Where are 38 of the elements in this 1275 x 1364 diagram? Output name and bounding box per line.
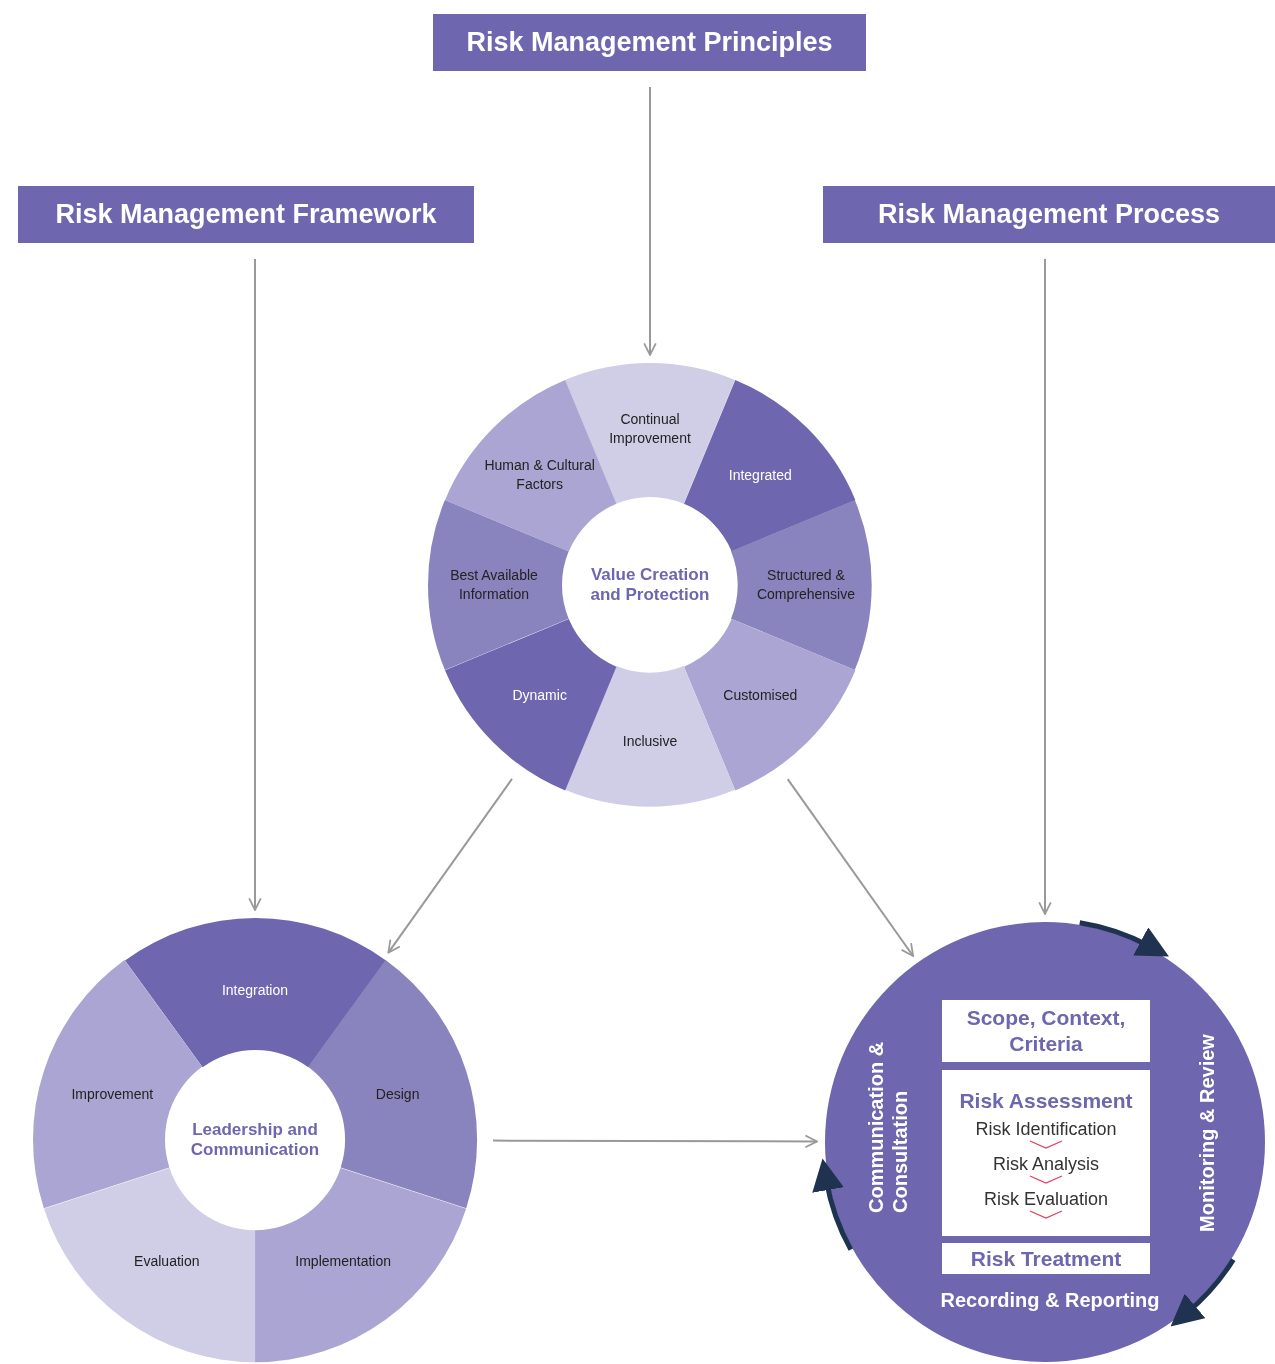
title-box: Risk Management Framework: [18, 186, 474, 243]
segment-label: Design: [374, 1084, 421, 1104]
segment-label: Integrated: [727, 465, 793, 485]
segment-label: Customised: [722, 685, 799, 705]
arrow: [643, 86, 657, 356]
ring-label: Communication & Consultation: [864, 1041, 912, 1213]
segment-label: Continual Improvement: [608, 410, 692, 448]
step-text: Risk Identification: [975, 1117, 1117, 1140]
framework-wheel: [33, 918, 477, 1362]
center-label: Leadership and Communication: [189, 1120, 321, 1160]
scope-box: [942, 1000, 1150, 1062]
arrow: [1038, 258, 1052, 915]
assessment-box: [942, 1070, 1150, 1236]
step-text: Risk Analysis: [993, 1152, 1099, 1175]
step-heading: Risk Assessment: [958, 1087, 1134, 1114]
center-label: Value Creation and Protection: [589, 565, 711, 605]
title-box: Risk Management Process: [823, 186, 1275, 243]
ring-label: Recording & Reporting: [940, 1288, 1160, 1312]
arrow: [786, 778, 915, 957]
title-box: Risk Management Principles: [433, 14, 866, 71]
step-heading: Risk Treatment: [969, 1245, 1123, 1272]
segment-label: Structured & Comprehensive: [755, 566, 856, 604]
segment-label: Inclusive: [621, 731, 679, 751]
arrow: [492, 1134, 818, 1149]
arrow: [248, 258, 262, 911]
principles-wheel: [428, 363, 872, 807]
segment-label: Human & Cultural Factors: [483, 455, 596, 494]
segment-label: Evaluation: [133, 1251, 201, 1271]
segment-label: Integration: [220, 980, 290, 1000]
segment-label: Implementation: [294, 1251, 392, 1271]
step-heading: Scope, Context, Criteria: [965, 1005, 1127, 1057]
treatment-box: [942, 1243, 1150, 1274]
arrow: [387, 777, 513, 954]
segment-label: Improvement: [70, 1084, 155, 1104]
segment-label: Best Available Information: [449, 566, 539, 604]
step-text: Risk Evaluation: [983, 1187, 1109, 1210]
segment-label: Dynamic: [511, 685, 568, 705]
ring-label: Monitoring & Review: [1195, 1034, 1219, 1232]
